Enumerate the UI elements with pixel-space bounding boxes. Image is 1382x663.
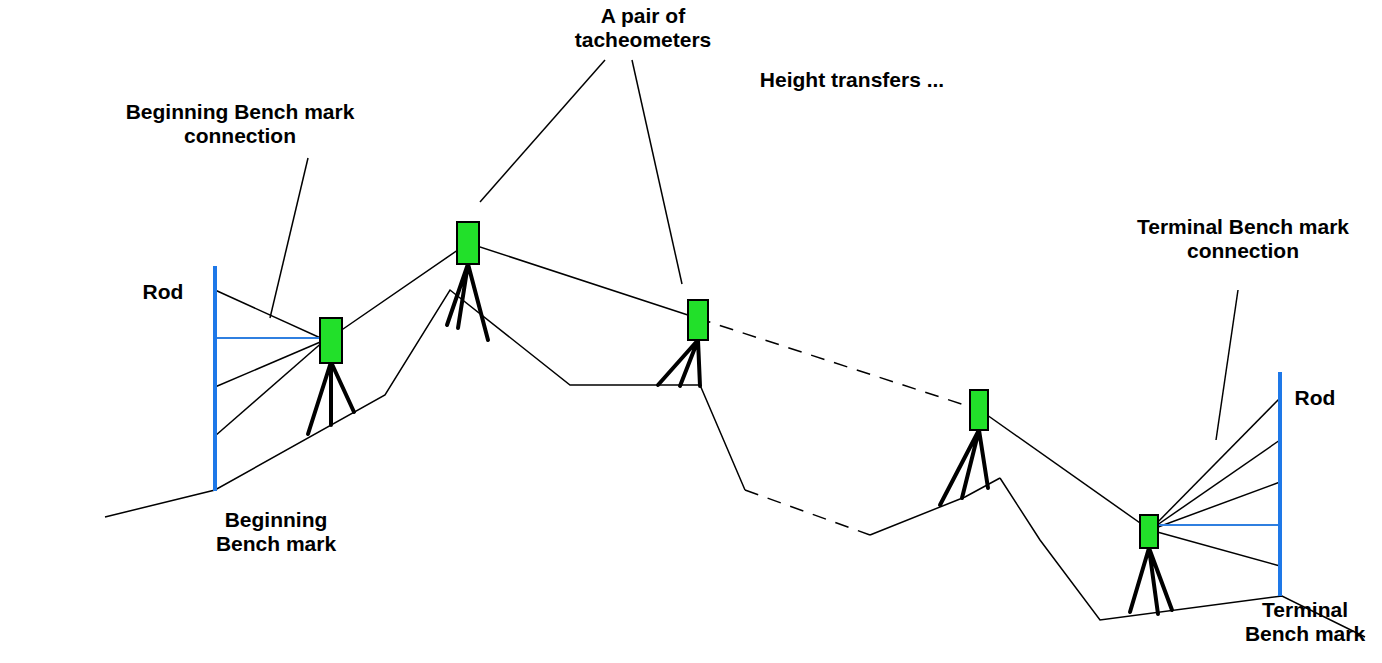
tripod	[308, 362, 354, 434]
sight-line	[215, 340, 325, 387]
sight-line	[980, 410, 1150, 530]
sight-line	[697, 318, 980, 410]
tripod	[447, 264, 488, 340]
note-label: Height transfers ...	[702, 68, 1002, 92]
sight-line	[1150, 482, 1280, 530]
tripod	[1130, 548, 1172, 614]
tacheometer	[1140, 515, 1158, 548]
benchmark-label: Terminal Bench mark	[1235, 598, 1375, 646]
tripod	[940, 430, 988, 505]
benchmark-label: Beginning Bench mark	[191, 508, 361, 556]
sight-line	[1150, 440, 1280, 530]
leader-line	[1216, 290, 1238, 440]
ground-line	[105, 290, 745, 517]
levelling-rod	[1278, 372, 1282, 596]
callout-label: A pair of tacheometers	[563, 4, 723, 52]
callout-label: Beginning Bench mark connection	[105, 100, 375, 148]
sight-line	[1150, 530, 1280, 566]
tacheometer	[457, 222, 479, 264]
tripod	[658, 340, 700, 386]
tacheometer	[688, 300, 708, 340]
levelling-rod	[213, 266, 217, 491]
sight-line	[1150, 398, 1280, 530]
ground-line	[870, 478, 1000, 535]
sight-line	[330, 243, 697, 338]
horizontal-sight	[1150, 524, 1280, 526]
leader-line	[480, 60, 605, 202]
callout-label: Terminal Bench mark connection	[1108, 215, 1378, 263]
tacheometer	[970, 390, 988, 430]
leader-line	[270, 158, 308, 318]
rod-label: Rod	[1280, 386, 1350, 410]
ground-line	[745, 490, 870, 535]
horizontal-sight	[215, 337, 325, 339]
sight-line	[215, 340, 325, 436]
leader-line	[632, 60, 682, 284]
rod-label: Rod	[128, 280, 198, 304]
tacheometer	[320, 318, 342, 363]
